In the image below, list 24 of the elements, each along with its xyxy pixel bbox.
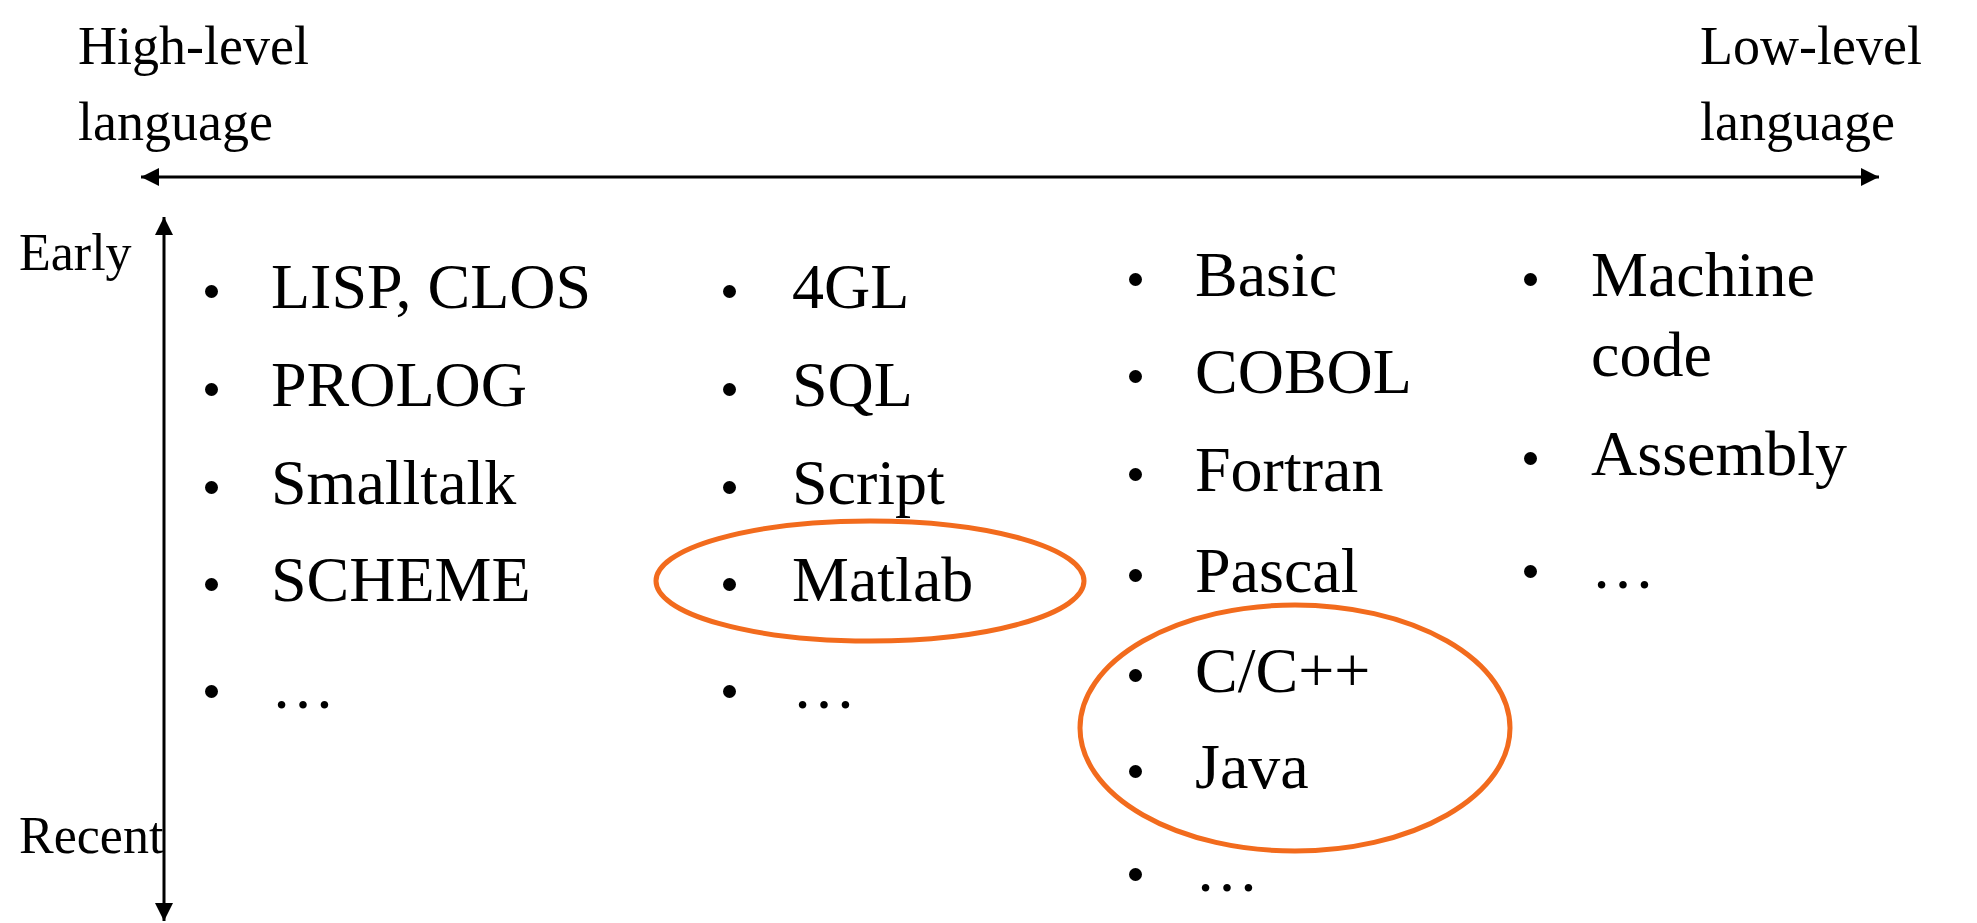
list-item: Smalltalk (271, 446, 517, 520)
list-item: SCHEME (271, 543, 531, 617)
axis-label: Low-level language (1700, 15, 1923, 154)
time-label: Recent (19, 808, 164, 864)
list-item: … (1195, 833, 1259, 907)
list-item: Java (1195, 730, 1309, 804)
list-item: Pascal (1195, 534, 1359, 608)
list-item: 4GL (792, 250, 910, 324)
list-item: PROLOG (271, 348, 528, 422)
list-item: Fortran (1195, 433, 1384, 507)
list-item: Basic (1195, 238, 1338, 312)
list-item: LISP, CLOS (271, 250, 592, 324)
axis-label: High-level language (78, 15, 310, 154)
list-item: SQL (792, 348, 913, 422)
time-label: Early (19, 225, 132, 281)
list-item: Assembly (1591, 417, 1847, 491)
list-item: … (792, 650, 856, 724)
list-item: COBOL (1195, 335, 1412, 409)
list-item: C/C++ (1195, 634, 1371, 708)
list-item: Matlab (792, 543, 974, 617)
list-item: … (1591, 530, 1655, 604)
list-item: … (271, 650, 335, 724)
list-item: Machine code (1591, 238, 1816, 392)
list-item: Script (792, 446, 945, 520)
